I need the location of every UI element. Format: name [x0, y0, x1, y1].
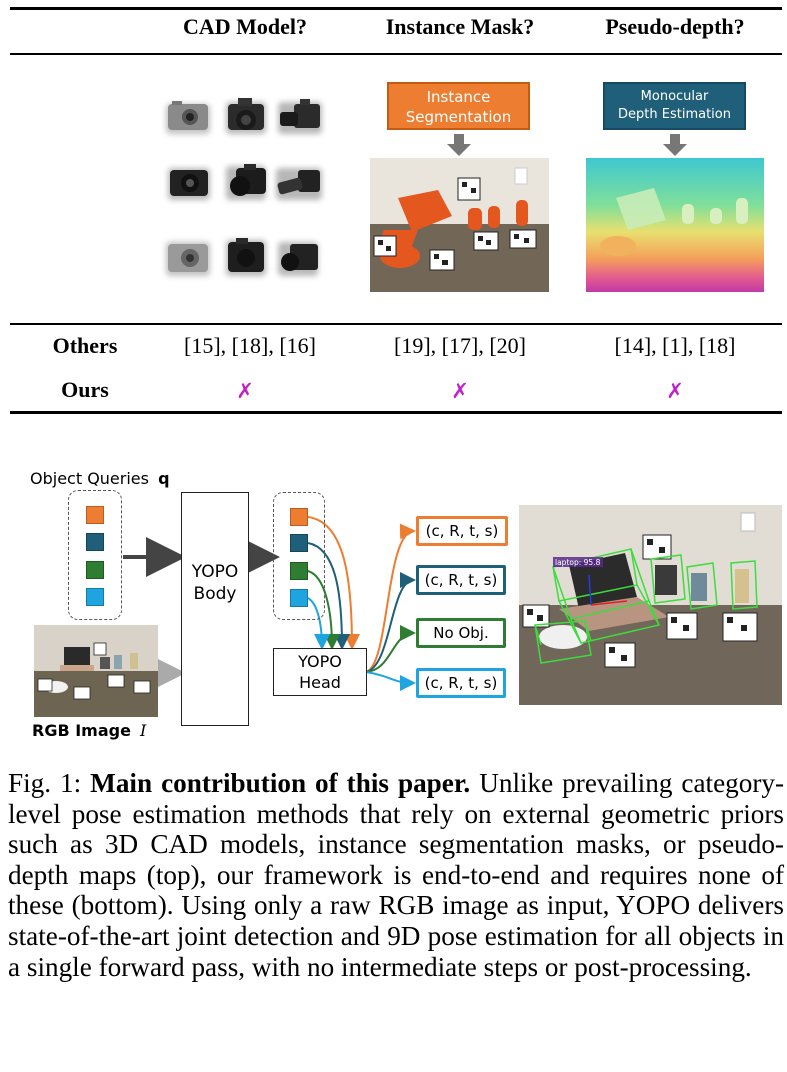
- detection-label: laptop: 95.8: [555, 558, 601, 567]
- down-arrow-icon: [662, 134, 688, 163]
- refined-token-teal: [290, 534, 308, 552]
- down-arrow-icon: [446, 134, 472, 163]
- object-queries-symbol: q: [158, 469, 170, 488]
- header-instance-mask: Instance Mask?: [385, 14, 535, 39]
- instance-mask-image: [370, 158, 549, 292]
- caption-prefix: Fig. 1:: [8, 768, 82, 798]
- ours-depth-xmark: ✗: [666, 379, 684, 403]
- caption-body: Unlike prevailing category-level pose es…: [8, 768, 785, 982]
- query-token-green: [86, 561, 104, 579]
- rgb-input-image: [34, 625, 158, 717]
- query-token-blue: [86, 588, 104, 606]
- yopo-head-line2: Head: [299, 673, 341, 692]
- rgb-image-label: RGB Image I: [32, 721, 146, 740]
- yopo-head-line1: YOPO: [298, 652, 342, 671]
- table-header-rule: [10, 53, 782, 55]
- row-label-ours: Ours: [61, 377, 109, 402]
- output-pose-orange: (c, R, t, s): [416, 516, 508, 546]
- cad-model-camera-grid: [160, 90, 335, 290]
- caption-bold: Main contribution of this paper.: [90, 768, 471, 798]
- yopo-body-line2: Body: [193, 584, 237, 604]
- pseudo-depth-image: [586, 158, 764, 292]
- monocular-depth-estimation-box: Monocular Depth Estimation: [603, 82, 746, 130]
- header-pseudo-depth: Pseudo-depth?: [605, 14, 745, 39]
- output-pose-blue: (c, R, t, s): [416, 668, 506, 698]
- instance-seg-line2: Segmentation: [405, 108, 512, 126]
- refined-token-green: [290, 562, 308, 580]
- refined-queries-group: [273, 492, 325, 620]
- table-top-rule: [10, 7, 782, 10]
- rgb-image-text: RGB Image: [32, 721, 131, 740]
- ours-cad-xmark: ✗: [236, 379, 254, 403]
- instance-seg-line1: Instance: [426, 88, 491, 106]
- output-no-object: No Obj.: [416, 618, 506, 648]
- others-cad-refs: [15], [18], [16]: [184, 333, 316, 358]
- others-depth-refs: [14], [1], [18]: [614, 333, 736, 358]
- pose-estimation-result-image: laptop: 95.8: [519, 505, 782, 705]
- object-queries-text: Object Queries: [30, 469, 149, 488]
- refined-token-blue: [290, 589, 308, 607]
- figure-caption: Fig. 1: Main contribution of this paper.…: [8, 768, 784, 982]
- table-bottom-rule: [10, 411, 782, 414]
- others-mask-refs: [19], [17], [20]: [394, 333, 526, 358]
- instance-segmentation-box: Instance Segmentation: [387, 82, 530, 130]
- table-mid-rule: [10, 323, 782, 325]
- header-cad-model: CAD Model?: [182, 14, 308, 39]
- rgb-image-symbol: I: [140, 721, 147, 740]
- output-pose-teal: (c, R, t, s): [416, 565, 506, 595]
- yopo-head-block: YOPO Head: [273, 648, 367, 696]
- pipeline-connectors: [123, 516, 416, 693]
- depth-est-line1: Monocular: [640, 89, 709, 104]
- yopo-body-line1: YOPO: [191, 562, 239, 582]
- query-token-orange: [86, 506, 104, 524]
- refined-token-orange: [290, 508, 308, 526]
- ours-mask-xmark: ✗: [451, 379, 469, 403]
- query-token-teal: [86, 533, 104, 551]
- object-queries-label: Object Queries q: [30, 469, 170, 488]
- yopo-body-block: YOPO Body: [181, 492, 249, 726]
- depth-est-line2: Depth Estimation: [618, 107, 731, 122]
- object-queries-group: [68, 490, 122, 620]
- row-label-others: Others: [52, 333, 118, 358]
